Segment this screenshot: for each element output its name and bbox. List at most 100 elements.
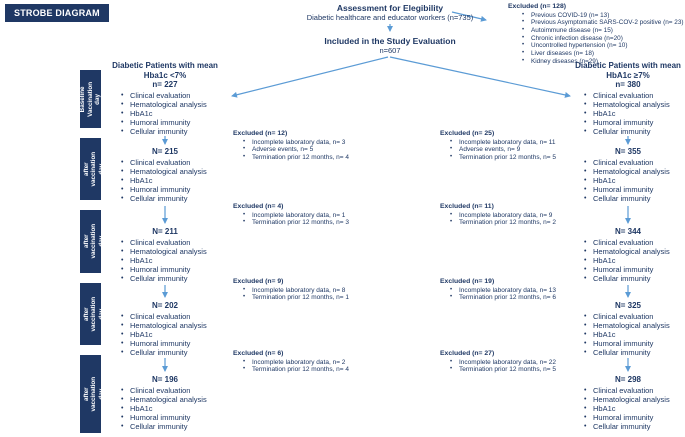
excluded-list: Incomplete laboratory data, n= 3Adverse … <box>233 139 403 162</box>
list-item: Incomplete laboratory data, n= 1 <box>243 212 403 220</box>
stage-n: N= 325 <box>614 301 642 310</box>
list-item: Humoral immunity <box>584 339 685 348</box>
list-item: Previous Asymptomatic SARS-COV-2 positiv… <box>522 19 684 27</box>
stage-block-left-9m: N= 202 Clinical evaluationHematological … <box>105 301 225 357</box>
excluded-box-left-6m: Excluded (n= 4) Incomplete laboratory da… <box>233 203 403 227</box>
assessment-block: Assessment for Elegibility Diabetic heal… <box>250 3 530 22</box>
list-item: Incomplete laboratory data, n= 2 <box>243 359 403 367</box>
group-title-line1: Diabetic Patients with mean <box>575 61 681 70</box>
excluded-list: Incomplete laboratory data, n= 2Terminat… <box>233 359 403 375</box>
list-item: Liver diseases (n= 18) <box>522 50 684 58</box>
list-item: Cellular immunity <box>584 348 685 357</box>
assessment-list: Clinical evaluationHematological analysi… <box>105 238 225 283</box>
list-item: Uncontrolled hypertension (n= 10) <box>522 42 684 50</box>
timeline-label-baseline: Baseline Vaccination day <box>79 70 101 128</box>
excluded-box-top: Excluded (n= 128) Previous COVID-19 (n= … <box>508 3 684 65</box>
assessment-title: Assessment for Elegibility <box>336 3 444 13</box>
list-item: Termination prior 12 months, n= 5 <box>450 366 610 374</box>
list-item: Incomplete laboratory data, n= 22 <box>450 359 610 367</box>
stage-block-left-3m: N= 215 Clinical evaluationHematological … <box>105 147 225 203</box>
list-item: Hematological analysis <box>121 100 225 109</box>
stage-block-left-6m: N= 211 Clinical evaluationHematological … <box>105 227 225 283</box>
list-item: HbA1c <box>584 330 685 339</box>
group-title-line1: Diabetic Patients with mean <box>112 61 218 70</box>
list-item: Previous COVID-19 (n= 13) <box>522 12 684 20</box>
excluded-heading: Excluded (n= 19) <box>440 278 495 285</box>
stage-block-right-9m: N= 325 Clinical evaluationHematological … <box>568 301 685 357</box>
list-item: Cellular immunity <box>584 422 685 431</box>
assessment-list: Clinical evaluationHematological analysi… <box>568 158 685 203</box>
excluded-box-right-6m: Excluded (n= 11) Incomplete laboratory d… <box>440 203 610 227</box>
list-item: Clinical evaluation <box>584 386 685 395</box>
timeline-label-3-months: 3 months after vaccination day <box>75 138 105 200</box>
list-item: Incomplete laboratory data, n= 3 <box>243 139 403 147</box>
list-item: Hematological analysis <box>121 247 225 256</box>
excluded-box-right-9m: Excluded (n= 19) Incomplete laboratory d… <box>440 278 610 302</box>
list-item: Cellular immunity <box>121 127 225 136</box>
list-item: Hematological analysis <box>121 321 225 330</box>
list-item: Hematological analysis <box>584 395 685 404</box>
timeline-label-9-months: 9 months after vaccination day <box>75 283 105 345</box>
stage-n: N= 211 <box>152 227 178 236</box>
assessment-list: Clinical evaluationHematological analysi… <box>105 158 225 203</box>
list-item: Cellular immunity <box>121 422 225 431</box>
group-header-low-hba1c: Diabetic Patients with mean Hba1c <7% n=… <box>105 61 225 136</box>
included-block: Included in the Study Evaluation n=607 <box>280 36 500 55</box>
list-item: Humoral immunity <box>121 185 225 194</box>
list-item: Hematological analysis <box>584 100 685 109</box>
list-item: Humoral immunity <box>121 118 225 127</box>
excluded-list: Previous COVID-19 (n= 13)Previous Asympt… <box>508 12 684 66</box>
list-item: HbA1c <box>584 109 685 118</box>
assessment-list: Clinical evaluationHematological analysi… <box>568 312 685 357</box>
list-item: HbA1c <box>121 330 225 339</box>
list-item: Autoimmune disease (n= 15) <box>522 27 684 35</box>
list-item: Chronic infection disease (n=20) <box>522 35 684 43</box>
list-item: Cellular immunity <box>121 194 225 203</box>
list-item: Humoral immunity <box>584 118 685 127</box>
list-item: Termination prior 12 months, n= 1 <box>243 294 403 302</box>
list-item: Clinical evaluation <box>121 158 225 167</box>
list-item: HbA1c <box>121 176 225 185</box>
list-item: Kidney diseases (n=29) <box>522 58 684 66</box>
excluded-box-right-12m: Excluded (n= 27) Incomplete laboratory d… <box>440 350 610 374</box>
list-item: HbA1c <box>584 176 685 185</box>
excluded-box-left-3m: Excluded (n= 12) Incomplete laboratory d… <box>233 130 403 162</box>
list-item: Hematological analysis <box>584 247 685 256</box>
assessment-list: Clinical evaluationHematological analysi… <box>105 312 225 357</box>
list-item: Humoral immunity <box>121 265 225 274</box>
list-item: Termination prior 12 months, n= 2 <box>450 219 610 227</box>
list-item: Termination prior 12 months, n= 4 <box>243 154 403 162</box>
list-item: Humoral immunity <box>584 265 685 274</box>
list-item: Incomplete laboratory data, n= 11 <box>450 139 610 147</box>
list-item: Humoral immunity <box>121 339 225 348</box>
excluded-list: Incomplete laboratory data, n= 9Terminat… <box>440 212 610 228</box>
list-item: Termination prior 12 months, n= 6 <box>450 294 610 302</box>
excluded-list: Incomplete laboratory data, n= 22Termina… <box>440 359 610 375</box>
group-n: n= 227 <box>152 80 178 89</box>
assessment-list: Clinical evaluationHematological analysi… <box>568 91 685 136</box>
excluded-box-right-3m: Excluded (n= 25) Incomplete laboratory d… <box>440 130 610 162</box>
list-item: Cellular immunity <box>584 274 685 283</box>
excluded-list: Incomplete laboratory data, n= 13Termina… <box>440 287 610 303</box>
list-item: Humoral immunity <box>584 185 685 194</box>
list-item: Cellular immunity <box>584 127 685 136</box>
list-item: Humoral immunity <box>584 413 685 422</box>
list-item: Hematological analysis <box>584 321 685 330</box>
list-item: Cellular immunity <box>121 274 225 283</box>
list-item: Clinical evaluation <box>584 158 685 167</box>
excluded-heading: Excluded (n= 11) <box>440 203 494 210</box>
excluded-list: Incomplete laboratory data, n= 8Terminat… <box>233 287 403 303</box>
list-item: Adverse events, n= 9 <box>450 146 610 154</box>
excluded-list: Incomplete laboratory data, n= 11Adverse… <box>440 139 610 162</box>
excluded-heading: Excluded (n= 25) <box>440 130 495 137</box>
stage-block-left-12m: N= 196 Clinical evaluationHematological … <box>105 375 225 431</box>
list-item: Clinical evaluation <box>121 312 225 321</box>
stage-block-right-6m: N= 344 Clinical evaluationHematological … <box>568 227 685 283</box>
list-item: Clinical evaluation <box>584 91 685 100</box>
list-item: Cellular immunity <box>584 194 685 203</box>
excluded-box-left-12m: Excluded (n= 6) Incomplete laboratory da… <box>233 350 403 374</box>
group-title-line2: Hba1c <7% <box>143 70 187 80</box>
stage-n: N= 344 <box>614 227 642 236</box>
list-item: Clinical evaluation <box>121 386 225 395</box>
